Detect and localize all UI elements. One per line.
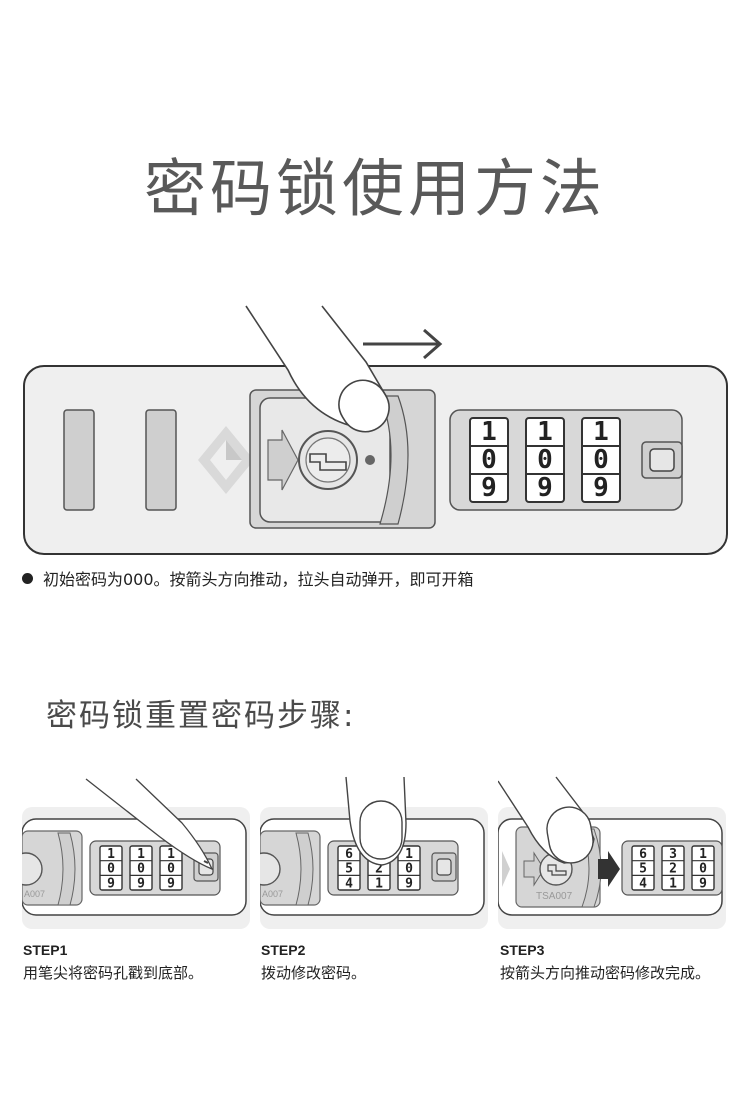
wheel-digit: 9 bbox=[167, 876, 175, 891]
wheel-digit: 9 bbox=[481, 473, 497, 503]
step-desc: 用笔尖将密码孔戳到底部。 bbox=[23, 964, 204, 982]
wheel-digit: 1 bbox=[593, 417, 609, 447]
wheel-digit: 1 bbox=[375, 876, 383, 891]
finger-icon bbox=[345, 776, 407, 866]
wheel-digit: 0 bbox=[405, 862, 413, 877]
wheel-digit: 1 bbox=[699, 847, 707, 862]
wheel-digit: 9 bbox=[405, 876, 413, 891]
svg-text:A007: A007 bbox=[262, 889, 283, 899]
pen-icon bbox=[85, 778, 214, 871]
wheel-digit: 1 bbox=[107, 847, 115, 862]
strap-slot bbox=[145, 409, 177, 511]
combination-wheel: 109 bbox=[129, 845, 153, 891]
combination-wheel: 109 bbox=[159, 845, 183, 891]
push-arrow-icon bbox=[598, 851, 620, 887]
slide-arrow-icon bbox=[267, 429, 299, 491]
step3-caption: STEP3 按箭头方向推动密码修改完成。 bbox=[500, 942, 710, 983]
push-arrow-icon bbox=[363, 328, 443, 360]
wheel-digit: 9 bbox=[107, 876, 115, 891]
wheel-digit: 0 bbox=[537, 445, 553, 475]
initial-password-note: 初始密码为000。按箭头方向推动，拉头自动弹开，即可开箱 bbox=[22, 566, 474, 590]
wheel-digit: 0 bbox=[699, 862, 707, 877]
combination-wheel: 654 bbox=[337, 845, 361, 891]
combination-wheel: 321 bbox=[661, 845, 685, 891]
wheel-digit: 1 bbox=[669, 876, 677, 891]
combination-wheel: 654 bbox=[631, 845, 655, 891]
combination-wheel: 109 bbox=[99, 845, 123, 891]
step2-caption: STEP2 拨动修改密码。 bbox=[261, 942, 366, 983]
step-desc: 按箭头方向推动密码修改完成。 bbox=[500, 964, 711, 982]
wheel-digit: 0 bbox=[167, 862, 175, 877]
combination-wheel: 109 bbox=[581, 417, 621, 503]
logo-icon bbox=[198, 426, 254, 494]
wheel-digit: 0 bbox=[593, 445, 609, 475]
wheel-digit: 1 bbox=[137, 847, 145, 862]
wheel-digit: 6 bbox=[639, 847, 647, 862]
wheel-digit: 9 bbox=[137, 876, 145, 891]
svg-text:A007: A007 bbox=[24, 889, 45, 899]
wheel-digit: 9 bbox=[537, 473, 553, 503]
combination-wheel: 109 bbox=[691, 845, 715, 891]
step-label: STEP1 bbox=[23, 942, 68, 958]
combination-wheel: 109 bbox=[525, 417, 565, 503]
wheel-digit: 0 bbox=[107, 862, 115, 877]
wheel-digit: 5 bbox=[639, 862, 647, 877]
finger-icon bbox=[498, 776, 595, 864]
wheel-digit: 6 bbox=[345, 847, 353, 862]
bullet-icon bbox=[22, 572, 33, 584]
note-text: 初始密码为000。按箭头方向推动，拉头自动弹开，即可开箱 bbox=[43, 570, 474, 589]
strap-slot bbox=[63, 409, 95, 511]
reset-dot bbox=[365, 455, 375, 465]
wheel-digit: 1 bbox=[481, 417, 497, 447]
finger-icon bbox=[245, 305, 390, 433]
step-label: STEP3 bbox=[500, 942, 545, 958]
wheel-digit: 9 bbox=[699, 876, 707, 891]
step1-caption: STEP1 用笔尖将密码孔戳到底部。 bbox=[23, 942, 203, 983]
wheel-digit: 5 bbox=[345, 862, 353, 877]
step-label: STEP2 bbox=[261, 942, 306, 958]
step-desc: 拨动修改密码。 bbox=[261, 964, 367, 982]
wheel-digit: 4 bbox=[345, 876, 353, 891]
keyhole-icon bbox=[298, 430, 358, 490]
wheel-digit: 4 bbox=[639, 876, 647, 891]
wheel-digit: 1 bbox=[537, 417, 553, 447]
wheel-digit: 1 bbox=[167, 847, 175, 862]
wheel-digit: 0 bbox=[481, 445, 497, 475]
tsa-mark: TSA007 bbox=[536, 891, 573, 902]
reset-section-title: 密码锁重置密码步骤: bbox=[46, 698, 356, 734]
wheel-digit: 1 bbox=[405, 847, 413, 862]
wheel-digit: 2 bbox=[669, 862, 677, 877]
combination-wheel: 109 bbox=[469, 417, 509, 503]
wheel-digit: 9 bbox=[593, 473, 609, 503]
page-title: 密码锁使用方法 bbox=[143, 152, 606, 225]
wheel-digit: 3 bbox=[669, 847, 677, 862]
wheel-digit: 2 bbox=[375, 862, 383, 877]
combination-wheel: 109 bbox=[397, 845, 421, 891]
wheel-digit: 0 bbox=[137, 862, 145, 877]
